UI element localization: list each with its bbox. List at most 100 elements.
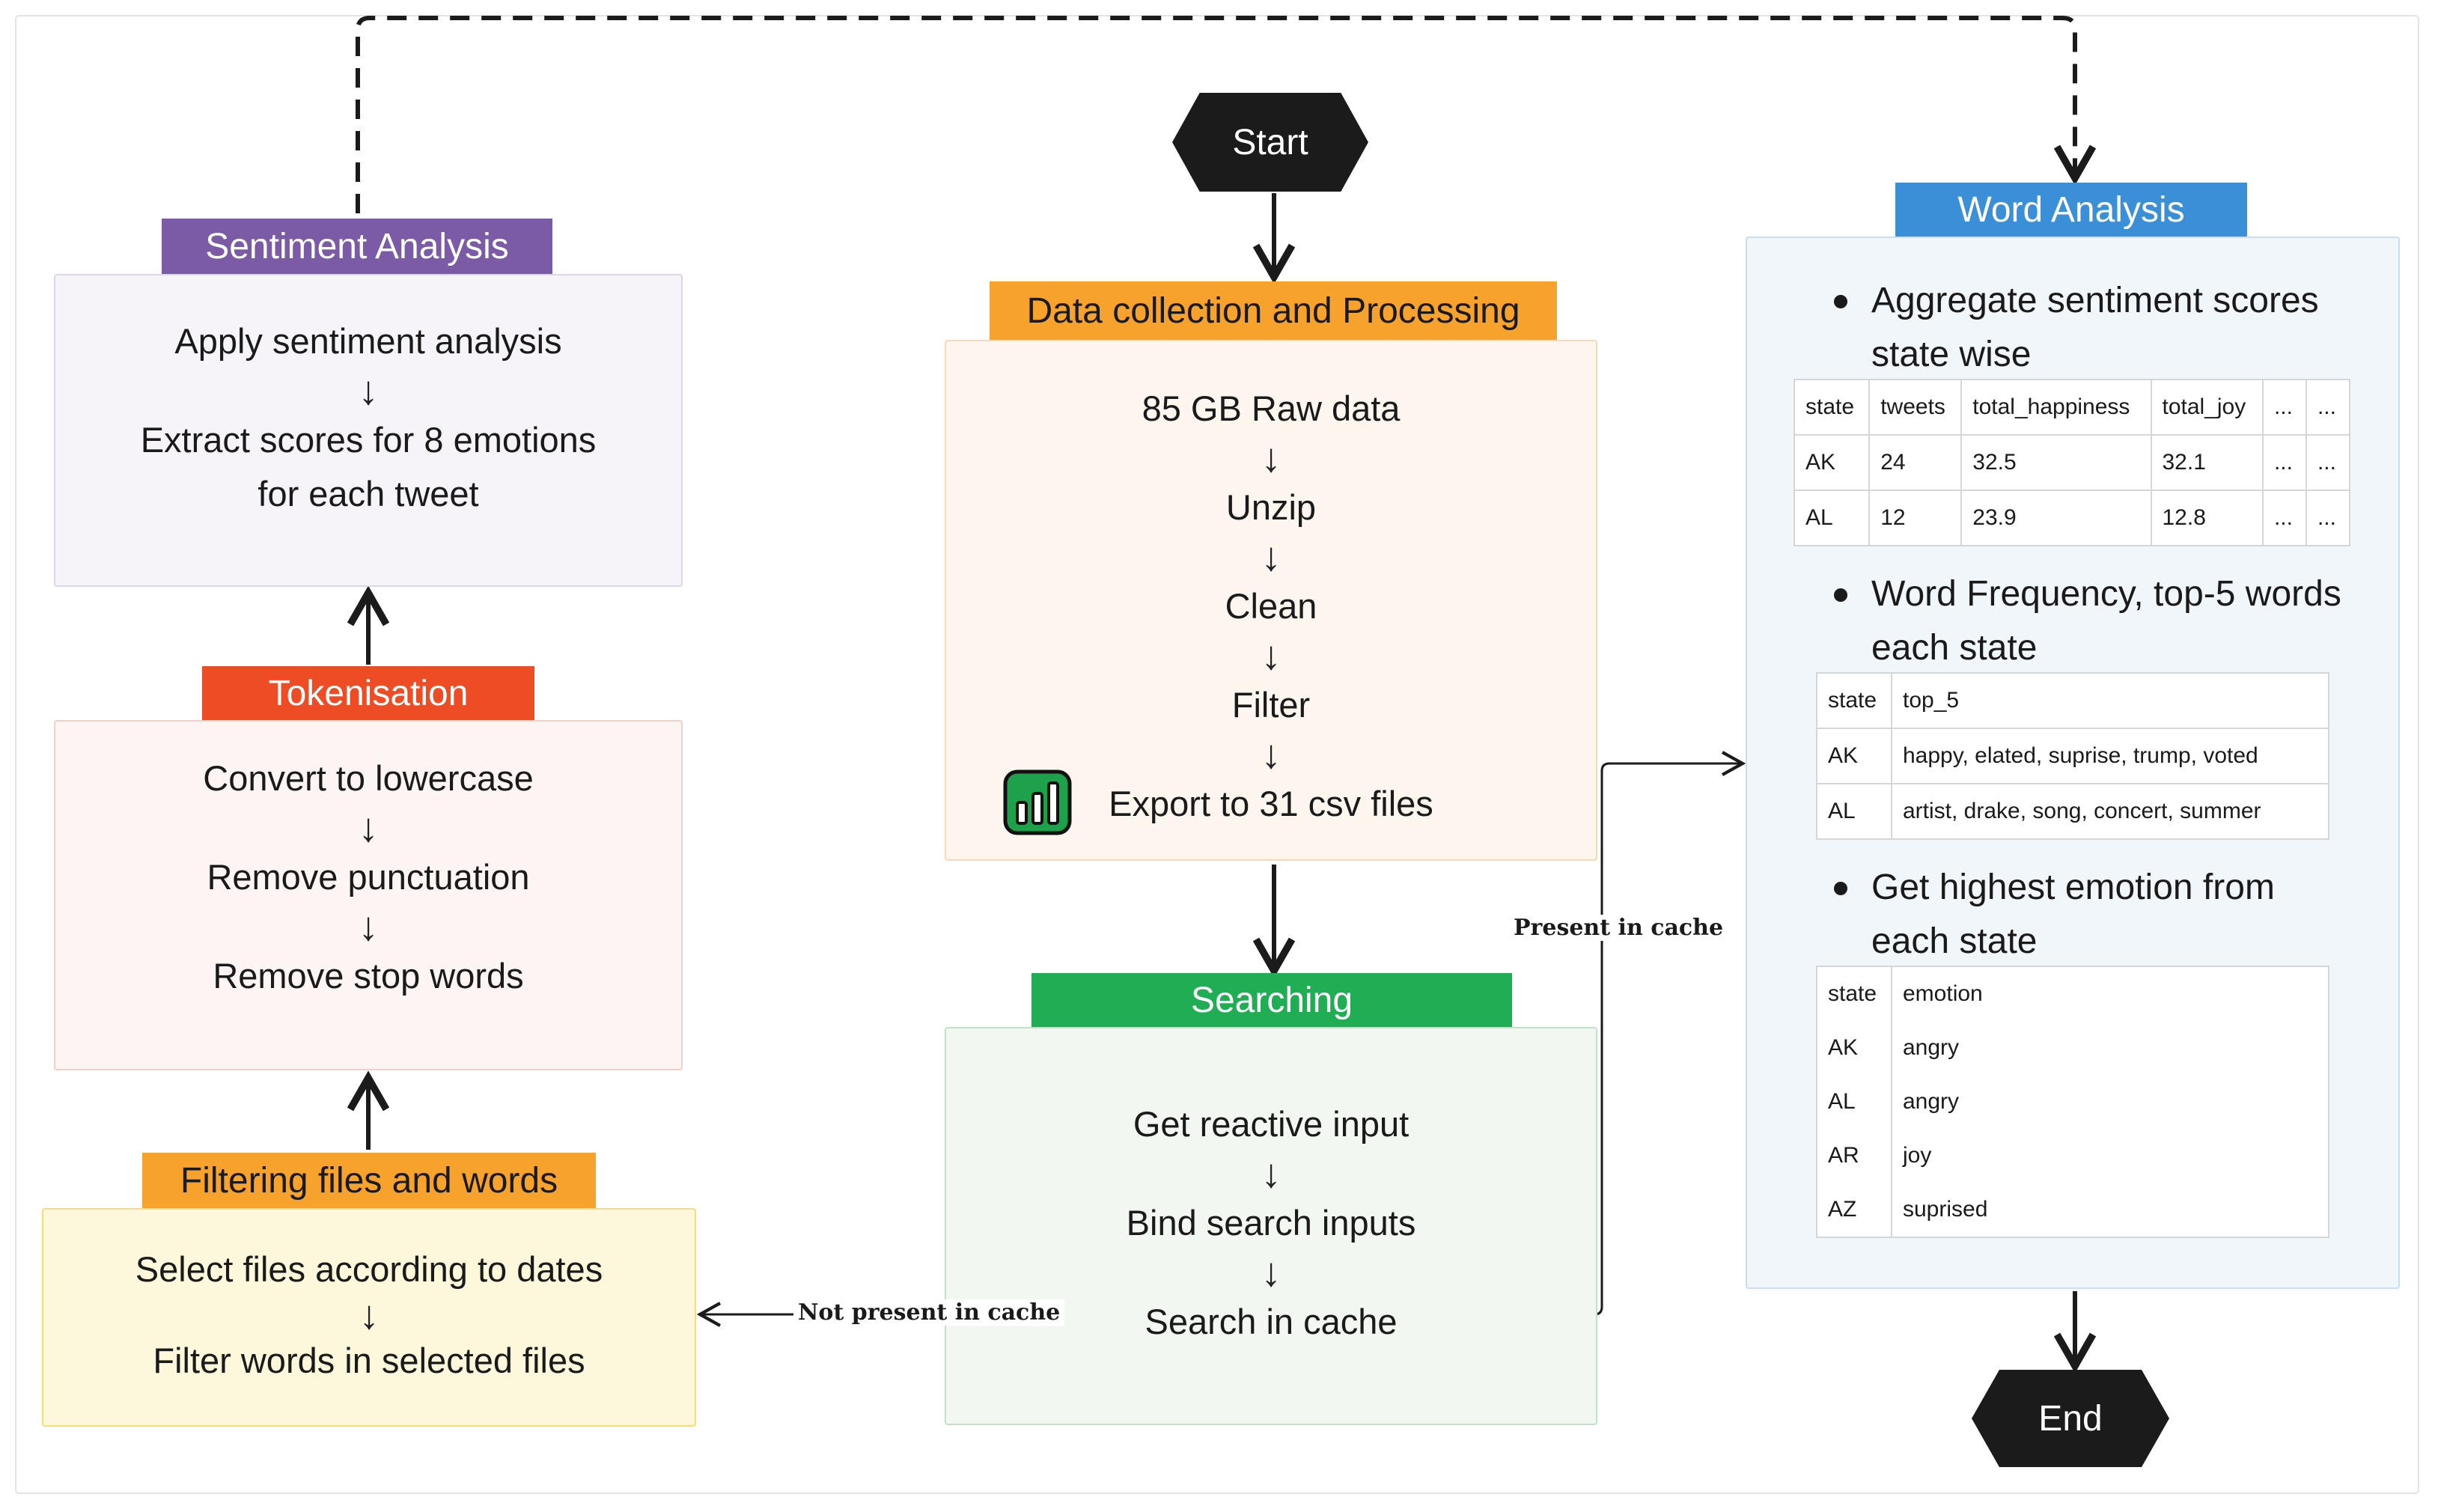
step-extract-scores: Extract scores for 8 emotions — [140, 420, 597, 460]
table-row: AL artist, drake, song, concert, summer — [1816, 783, 2329, 840]
table-cell: joy — [1891, 1129, 2329, 1183]
bullet-aggregate-line1: Aggregate sentiment scores — [1871, 281, 2319, 320]
table-cell: 12.8 — [2150, 490, 2264, 546]
tokenisation-box: Convert to lowercase ↓ Remove punctuatio… — [54, 720, 683, 1070]
step-clean: Clean — [1225, 586, 1317, 626]
flow-arrow: ↓ — [358, 904, 379, 949]
table-cell: AL — [1816, 1075, 1892, 1129]
bullet-highest-emotion-line1: Get highest emotion from — [1871, 868, 2275, 907]
table-cell: AZ — [1816, 1183, 1892, 1238]
table-header-cell: state — [1793, 379, 1871, 436]
bullet-word-frequency-line2: each state — [1871, 628, 2038, 668]
sentiment-title: Sentiment Analysis — [162, 219, 552, 274]
table-cell: AL — [1793, 490, 1871, 546]
table-cell: AR — [1816, 1129, 1892, 1183]
flow-arrow: ↓ — [1261, 633, 1282, 678]
table-header-cell: emotion — [1891, 966, 2329, 1021]
table-cell: ... — [2305, 434, 2351, 491]
table-cell: artist, drake, song, concert, summer — [1892, 783, 2329, 840]
edge-label-not-present-in-cache: Not present in cache — [793, 1299, 1065, 1326]
table-cell: 23.9 — [1960, 490, 2152, 546]
table-cell: ... — [2261, 434, 2307, 491]
flow-arrow: ↓ — [358, 368, 379, 413]
table-cell: angry — [1891, 1075, 2329, 1129]
aggregate-table: state tweets total_happiness total_joy .… — [1793, 379, 2351, 546]
bullet-highest-emotion-text: Get highest emotion from each state — [1871, 861, 2275, 969]
table-header-row: state emotion — [1816, 966, 2329, 1021]
table-header-cell: ... — [2305, 379, 2351, 436]
start-node: Start — [1172, 93, 1368, 192]
bullet-word-frequency-text: Word Frequency, top-5 words each state — [1871, 567, 2341, 675]
top5-table: state top_5 AK happy, elated, suprise, t… — [1816, 672, 2329, 840]
flow-arrow: ↓ — [1261, 1151, 1282, 1196]
table-cell: AK — [1793, 434, 1871, 491]
flow-arrow: ↓ — [1261, 732, 1282, 777]
table-header-cell: top_5 — [1892, 672, 2329, 729]
table-cell: AK — [1816, 728, 1892, 784]
table-cell: suprised — [1891, 1183, 2329, 1238]
table-header-cell: ... — [2261, 379, 2307, 436]
bullet-dot — [1834, 588, 1847, 602]
tokenisation-title: Tokenisation — [202, 666, 534, 720]
step-unzip: Unzip — [1225, 487, 1317, 527]
table-cell: 32.1 — [2150, 434, 2264, 491]
step-bind-search-inputs: Bind search inputs — [1126, 1203, 1416, 1243]
bullet-dot — [1834, 882, 1847, 895]
flow-arrow: ↓ — [1261, 534, 1282, 579]
step-remove-punctuation: Remove punctuation — [207, 857, 530, 897]
table-row: AK 24 32.5 32.1 ... ... — [1793, 434, 2351, 491]
table-header-cell: state — [1816, 966, 1892, 1021]
flow-arrow: ↓ — [1261, 1250, 1282, 1295]
table-cell: ... — [2305, 490, 2351, 546]
table-header-row: state tweets total_happiness total_joy .… — [1793, 379, 2351, 436]
step-get-reactive-input: Get reactive input — [1133, 1104, 1410, 1144]
flow-arrow: ↓ — [359, 1293, 380, 1338]
step-search-in-cache: Search in cache — [1127, 1295, 1415, 1349]
data-collection-title: Data collection and Processing — [990, 281, 1557, 340]
table-cell: 24 — [1868, 434, 1963, 491]
table-row: AK happy, elated, suprise, trump, voted — [1816, 728, 2329, 784]
table-cell: 32.5 — [1960, 434, 2152, 491]
table-cell: ... — [2261, 490, 2307, 546]
table-header-cell: tweets — [1868, 379, 1963, 436]
edge-label-present-in-cache: Present in cache — [1509, 915, 1728, 941]
bullet-aggregate-text: Aggregate sentiment scores state wise — [1871, 274, 2319, 382]
table-row: AZ suprised — [1816, 1183, 2329, 1238]
word-analysis-title: Word Analysis — [1895, 183, 2247, 237]
bullet-highest-emotion-line2: each state — [1871, 921, 2038, 961]
searching-title: Searching — [1031, 973, 1512, 1027]
step-lowercase: Convert to lowercase — [203, 758, 534, 798]
table-header-cell: state — [1816, 672, 1892, 729]
flow-arrow: ↓ — [358, 805, 379, 850]
table-row: AL 12 23.9 12.8 ... ... — [1793, 490, 2351, 546]
step-filter: Filter — [1231, 685, 1311, 725]
bullet-word-frequency-line1: Word Frequency, top-5 words — [1871, 574, 2341, 614]
step-raw-data: 85 GB Raw data — [1142, 388, 1401, 428]
step-extract-scores-line2: for each tweet — [257, 474, 479, 513]
step-remove-stop-words: Remove stop words — [213, 956, 524, 996]
step-filter-words: Filter words in selected files — [153, 1341, 585, 1380]
sentiment-box: Apply sentiment analysis ↓ Extract score… — [54, 274, 683, 587]
table-header-row: state top_5 — [1816, 672, 2329, 729]
end-node: End — [1972, 1370, 2169, 1467]
table-cell: happy, elated, suprise, trump, voted — [1892, 728, 2329, 784]
table-header-cell: total_happiness — [1960, 379, 2152, 436]
filtering-title: Filtering files and words — [142, 1153, 596, 1208]
step-select-files: Select files according to dates — [135, 1249, 603, 1289]
table-row: AR joy — [1816, 1129, 2329, 1183]
table-cell: AK — [1816, 1021, 1892, 1075]
table-row: AK angry — [1816, 1021, 2329, 1075]
table-header-cell: total_joy — [2150, 379, 2264, 436]
emotion-table: state emotion AK angry AL angry AR joy A… — [1816, 966, 2329, 1238]
step-export: Export to 31 csv files — [1109, 784, 1433, 823]
searching-box: Get reactive input ↓ Bind search inputs … — [945, 1027, 1597, 1425]
table-cell: AL — [1816, 783, 1892, 840]
data-collection-box: 85 GB Raw data ↓ Unzip ↓ Clean ↓ Filter … — [945, 340, 1597, 861]
table-row: AL angry — [1816, 1075, 2329, 1129]
filtering-box: Select files according to dates ↓ Filter… — [42, 1208, 696, 1427]
bullet-aggregate-line2: state wise — [1871, 335, 2032, 374]
step-apply-sentiment: Apply sentiment analysis — [174, 321, 562, 361]
table-cell: angry — [1891, 1021, 2329, 1075]
bullet-dot — [1834, 295, 1847, 308]
bar-chart-icon — [1003, 769, 1072, 835]
